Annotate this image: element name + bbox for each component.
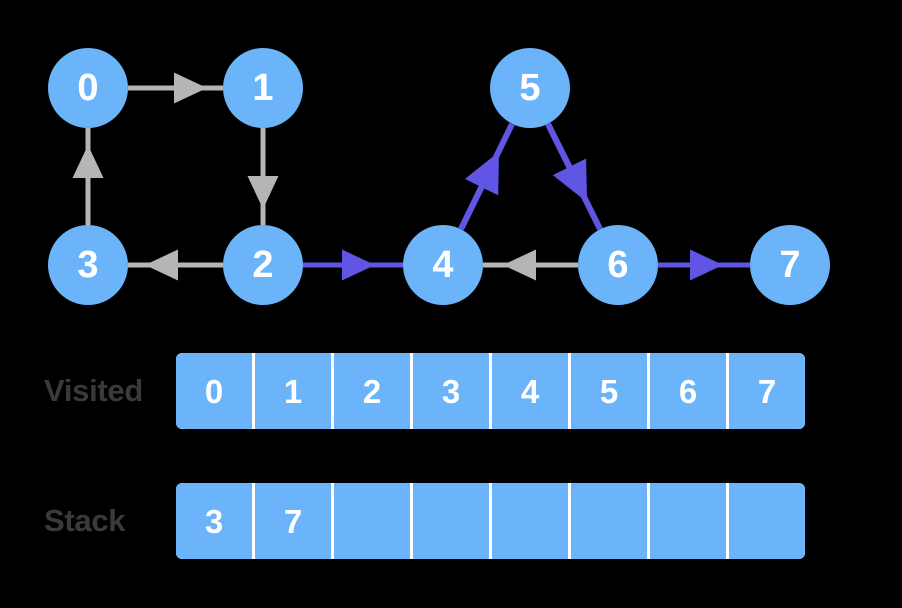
stack-cells: 3 7 xyxy=(176,483,805,559)
graph-node-1[interactable]: 1 xyxy=(223,48,303,128)
stack-cell xyxy=(571,483,647,559)
visited-cell: 7 xyxy=(729,353,805,429)
visited-cell: 6 xyxy=(650,353,726,429)
visited-cell: 2 xyxy=(334,353,410,429)
graph-node-4[interactable]: 4 xyxy=(403,225,483,305)
graph-node-5[interactable]: 5 xyxy=(490,48,570,128)
graph-canvas: 0 1 2 3 4 5 6 7 xyxy=(48,48,830,305)
visited-cell: 3 xyxy=(413,353,489,429)
stack-cell: 3 xyxy=(176,483,252,559)
visited-cell: 4 xyxy=(492,353,568,429)
stack-cell xyxy=(729,483,805,559)
edge-5-to-6-active xyxy=(545,122,603,231)
visited-cells: 0 1 2 3 4 5 6 7 xyxy=(176,353,805,429)
visited-row: Visited 0 1 2 3 4 5 6 7 xyxy=(0,353,805,429)
graph-node-3[interactable]: 3 xyxy=(48,225,128,305)
stack-cell xyxy=(492,483,568,559)
graph-node-2[interactable]: 2 xyxy=(223,225,303,305)
stack-cell xyxy=(650,483,726,559)
stack-row: Stack 3 7 xyxy=(0,483,805,559)
stack-cell: 7 xyxy=(255,483,331,559)
visited-cell: 5 xyxy=(571,353,647,429)
edge-4-to-5-active xyxy=(458,122,515,231)
visited-label: Visited xyxy=(44,373,143,408)
graph-edges-layer xyxy=(72,72,750,281)
visited-cell: 1 xyxy=(255,353,331,429)
stack-cell xyxy=(334,483,410,559)
graph-node-0[interactable]: 0 xyxy=(48,48,128,128)
graph-node-6[interactable]: 6 xyxy=(578,225,658,305)
graph-node-7[interactable]: 7 xyxy=(750,225,830,305)
stack-cell xyxy=(413,483,489,559)
visited-cell: 0 xyxy=(176,353,252,429)
stack-label: Stack xyxy=(44,503,126,538)
